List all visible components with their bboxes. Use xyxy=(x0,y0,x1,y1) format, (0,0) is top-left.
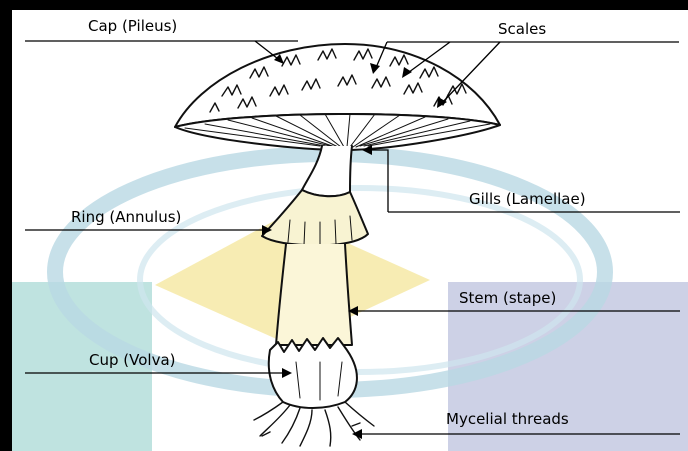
frame-left xyxy=(0,0,12,451)
label-scales: Scales xyxy=(498,20,546,38)
label-gills: Gills (Lamellae) xyxy=(469,190,586,208)
label-cap: Cap (Pileus) xyxy=(88,17,177,35)
label-cup: Cup (Volva) xyxy=(89,351,175,369)
frame-top xyxy=(0,0,688,10)
label-stem: Stem (stape) xyxy=(459,289,556,307)
label-ring: Ring (Annulus) xyxy=(71,208,181,226)
label-mycelial: Mycelial threads xyxy=(446,410,569,428)
stem-shape xyxy=(276,244,352,345)
